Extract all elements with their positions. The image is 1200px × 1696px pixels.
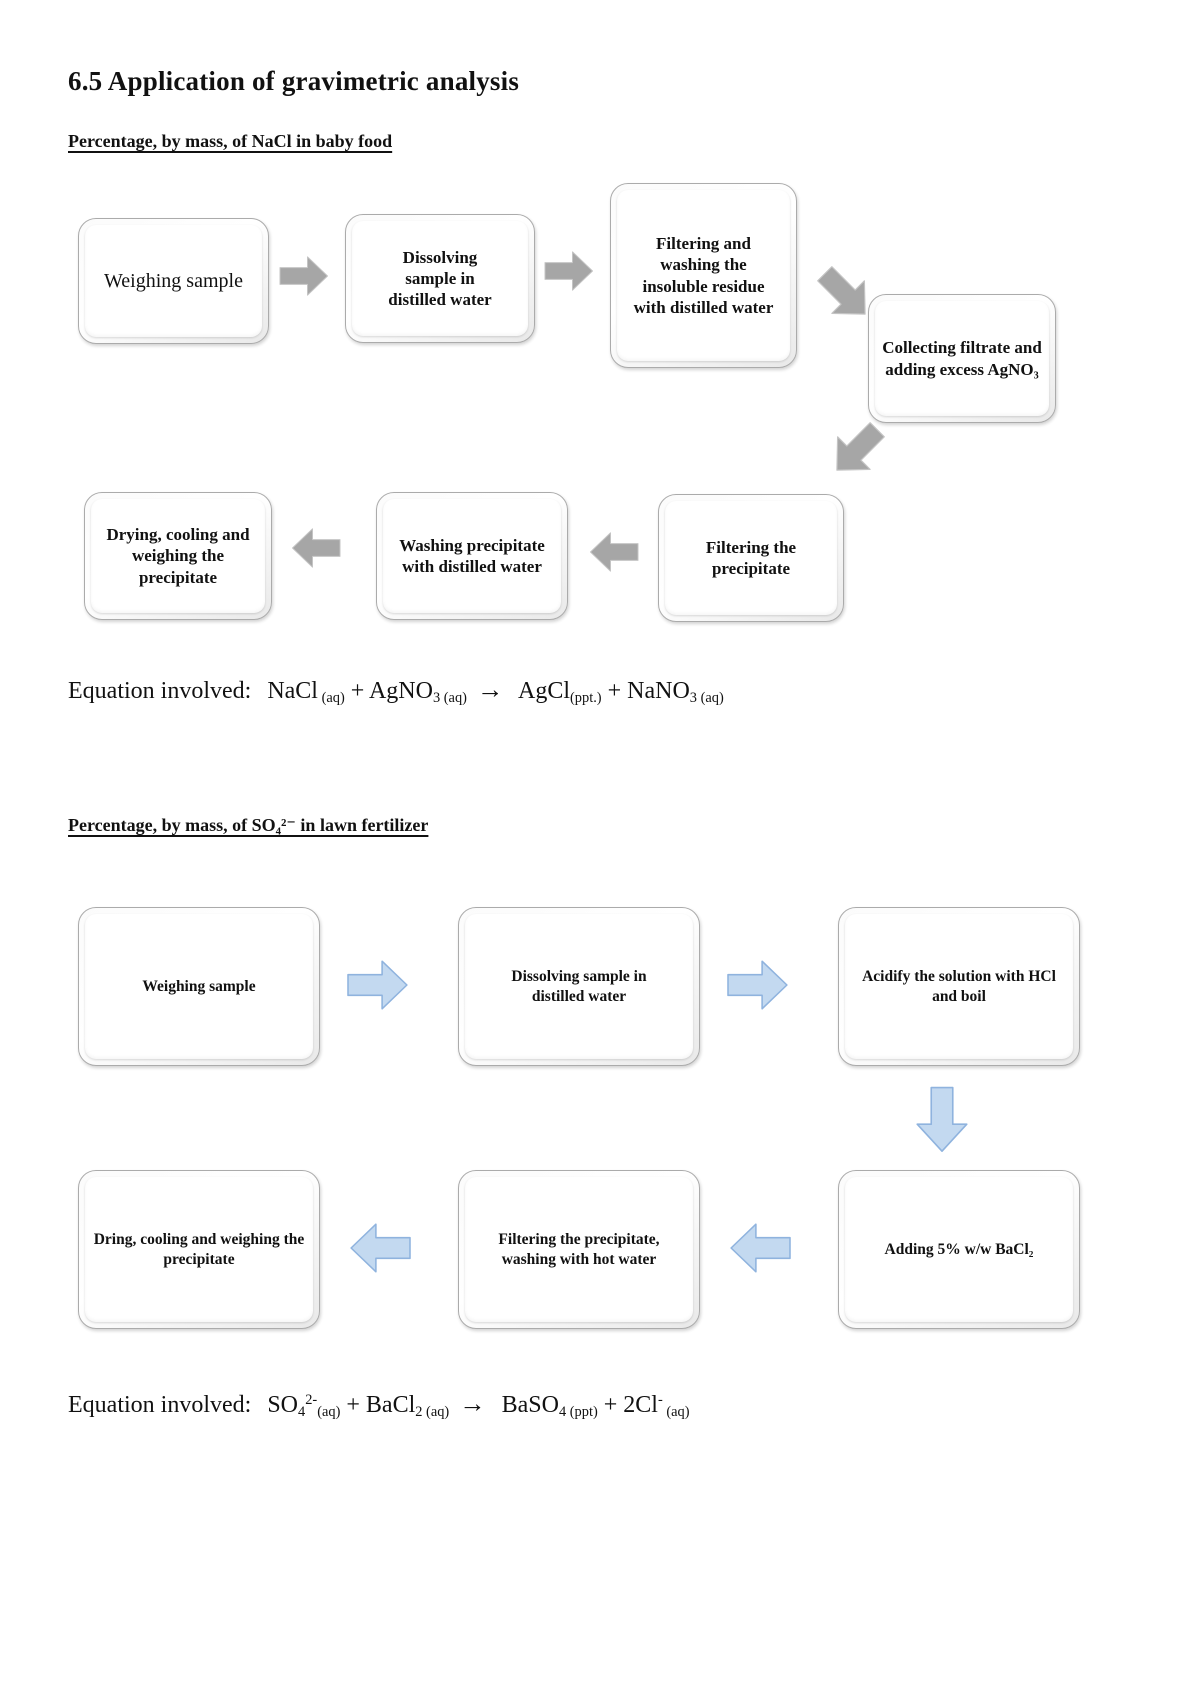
flow-step-filtering-precipitate: Filtering the precipitate — [658, 494, 844, 622]
flow-step-washing-precipitate: Washing precipitate with distilled water — [376, 492, 568, 620]
flow-step-label: Dissolving sample in distilled water — [511, 968, 647, 1005]
equation-nacl: Equation involved: NaCl (aq) + AgNO3 (aq)… — [68, 674, 724, 707]
flow-step-filtering-washing-residue: Filtering and washing the insoluble resi… — [610, 183, 797, 368]
flow-step-label: Collecting filtrate and adding excess Ag… — [882, 338, 1042, 379]
equation-label: Equation involved: — [68, 678, 252, 704]
flow-step-label: Washing precipitate with distilled water — [399, 535, 545, 576]
flow-step-filtering-washing-precipitate: Filtering the precipitate, washing with … — [458, 1170, 700, 1329]
arrow-left-icon — [348, 1220, 411, 1276]
equation-formula: NaCl (aq) + AgNO3 (aq)→ AgCl(ppt.) + NaN… — [267, 674, 724, 707]
arrow-right-icon — [279, 252, 330, 300]
flow-step-label: Filtering and washing the insoluble resi… — [633, 234, 774, 317]
arrow-right-icon — [727, 957, 790, 1013]
arrow-down-icon — [914, 1086, 970, 1156]
flow-step-label: Dring, cooling and weighing the precipit… — [93, 1231, 305, 1268]
flow-step-weighing-sample: Weighing sample — [78, 907, 320, 1066]
flow-step-label: Dissolving sample in distilled water — [388, 247, 492, 310]
flow-step-drying-cooling-weighing: Drying, cooling and weighing the precipi… — [84, 492, 272, 620]
flow-step-collecting-filtrate: Collecting filtrate and adding excess Ag… — [868, 294, 1056, 423]
flow-step-label: Drying, cooling and weighing the precipi… — [106, 525, 250, 587]
section-heading-nacl: Percentage, by mass, of NaCl in baby foo… — [68, 131, 393, 151]
flow-step-label: Weighing sample — [142, 977, 256, 995]
flow-step-dissolving-sample: Dissolving sample in distilled water — [458, 907, 700, 1066]
arrow-left-icon — [588, 528, 639, 576]
arrow-right-icon — [544, 247, 595, 295]
flow-step-label: Weighing sample — [104, 269, 243, 292]
flow-step-acidify-solution: Acidify the solution with HCl and boil — [838, 907, 1080, 1066]
equation-so4: Equation involved: SO42-(aq) + BaCl2 (aq)… — [68, 1388, 690, 1421]
arrow-right-icon — [347, 957, 410, 1013]
flow-step-label: Acidify the solution with HCl and boil — [862, 968, 1056, 1005]
page-title: 6.5 Application of gravimetric analysis — [68, 66, 520, 96]
flow-step-dissolving-sample: Dissolving sample in distilled water — [345, 214, 535, 343]
flow-step-label: Filtering the precipitate — [705, 537, 797, 578]
arrow-left-icon — [290, 524, 341, 572]
equation-formula: SO42-(aq) + BaCl2 (aq)→ BaSO4 (ppt) + 2C… — [267, 1388, 690, 1421]
flow-step-adding-bacl2: Adding 5% w/w BaCl₂ — [838, 1170, 1080, 1329]
section-heading-so4: Percentage, by mass, of SO₄²⁻ in lawn fe… — [68, 815, 429, 835]
arrow-left-icon — [728, 1220, 791, 1276]
flow-step-drying-cooling-weighing: Dring, cooling and weighing the precipit… — [78, 1170, 320, 1329]
flow-step-label: Filtering the precipitate, washing with … — [498, 1231, 660, 1268]
flow-step-weighing-sample: Weighing sample — [78, 218, 269, 344]
arrow-down-right-icon — [806, 255, 887, 336]
flow-step-label: Adding 5% w/w BaCl₂ — [884, 1240, 1034, 1258]
arrow-down-left-icon — [816, 411, 897, 492]
equation-label: Equation involved: — [68, 1392, 252, 1418]
